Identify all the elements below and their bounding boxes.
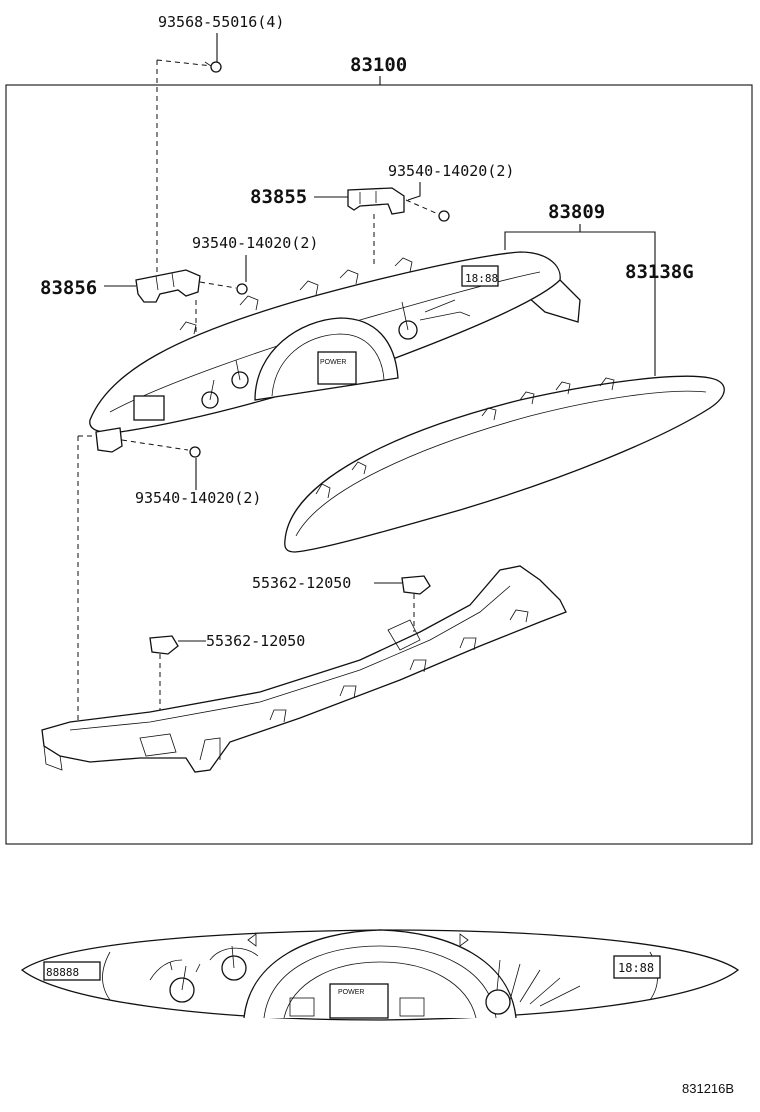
callout-bracket-left: 83856 xyxy=(40,277,97,299)
meter-face-front-view: POWER 88888 18:88 xyxy=(20,929,740,1021)
callout-screw-bracket-left: 93540-14020(2) xyxy=(192,234,318,252)
clip-right xyxy=(401,575,431,632)
cluster-clock-display: 18:88 xyxy=(465,272,498,285)
callout-screw-bottom-left: 93540-14020(2) xyxy=(135,489,261,507)
callout-assembly: 83100 xyxy=(350,54,407,76)
front-clock-display: 18:88 xyxy=(618,961,654,975)
callout-lens-glass: 83138G xyxy=(625,261,694,283)
lens-glass xyxy=(284,375,725,553)
front-odometer-display: 88888 xyxy=(46,966,79,979)
callout-bracket-right: 83855 xyxy=(250,186,307,208)
svg-text:POWER: POWER xyxy=(338,989,364,996)
cluster-case: POWER 18:88 xyxy=(89,251,581,434)
assembly-frame xyxy=(5,84,753,845)
screw-bottom-left xyxy=(77,427,201,722)
callout-clip-right: 55362-12050 xyxy=(252,574,351,592)
clip-left xyxy=(149,635,179,712)
figure-code: 831216B xyxy=(682,1081,734,1096)
callout-cluster-case: 83809 xyxy=(548,201,605,223)
bracket-left xyxy=(135,269,248,332)
callout-screw-top: 93568-55016(4) xyxy=(158,13,284,31)
callout-clip-left: 55362-12050 xyxy=(206,632,305,650)
bracket-right xyxy=(347,187,450,268)
lower-bracket xyxy=(41,565,567,773)
svg-text:POWER: POWER xyxy=(320,359,346,366)
callout-screw-bracket-right: 93540-14020(2) xyxy=(388,162,514,180)
screw-top xyxy=(156,59,222,275)
